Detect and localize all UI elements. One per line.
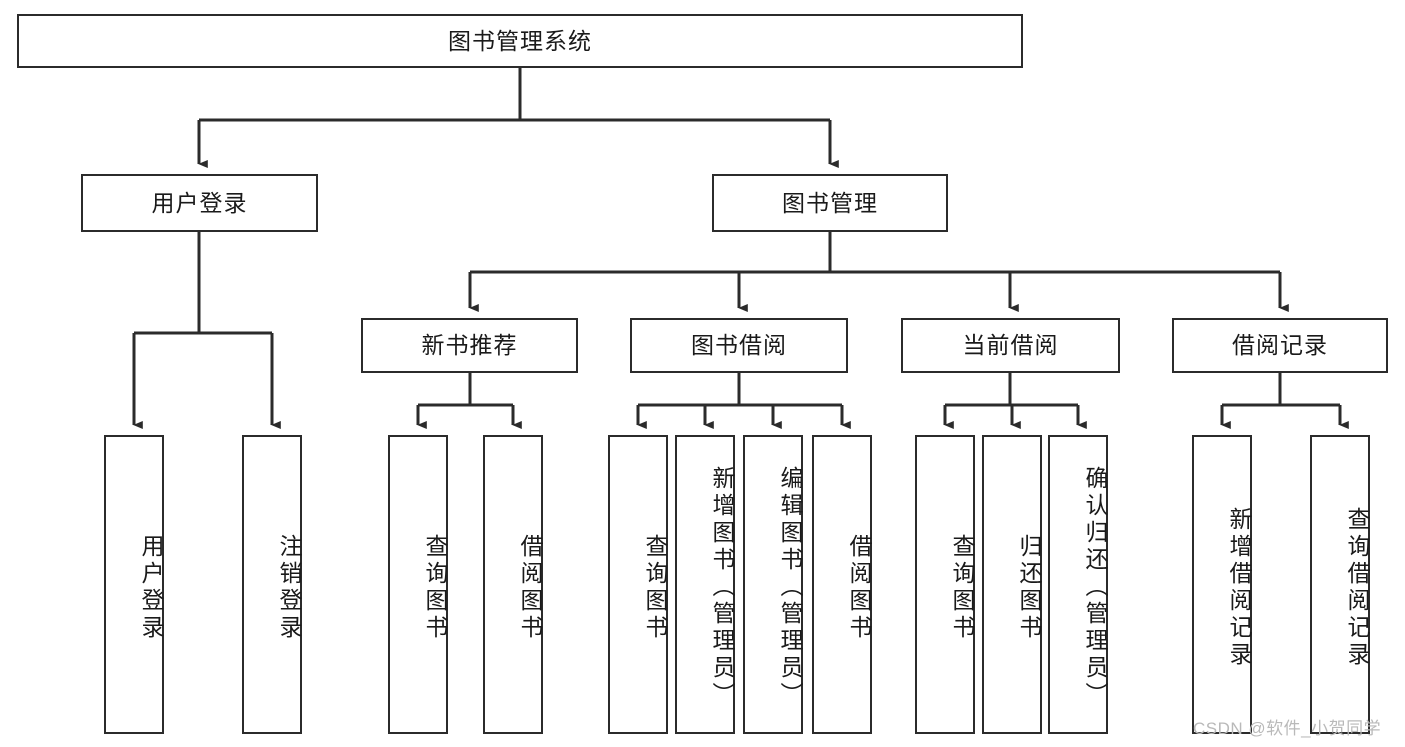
node-leaf-borrow-book-2-label: 借阅图书 bbox=[846, 533, 872, 642]
node-leaf-query-book-1[interactable]: 查询图书 bbox=[388, 435, 448, 734]
node-book-manage[interactable]: 图书管理 bbox=[712, 174, 948, 232]
node-leaf-add-book-label: 新增图书（管理员） bbox=[709, 466, 735, 709]
node-leaf-confirm-return[interactable]: 确认归还（管理员） bbox=[1048, 435, 1108, 734]
node-leaf-return-book[interactable]: 归还图书 bbox=[982, 435, 1042, 734]
node-book-borrow[interactable]: 图书借阅 bbox=[630, 318, 848, 373]
node-leaf-query-book-3-label: 查询图书 bbox=[949, 533, 975, 642]
node-root[interactable]: 图书管理系统 bbox=[17, 14, 1023, 68]
node-leaf-user-logout[interactable]: 注销登录 bbox=[242, 435, 302, 734]
node-new-book-rec[interactable]: 新书推荐 bbox=[361, 318, 578, 373]
node-leaf-query-book-2-label: 查询图书 bbox=[642, 533, 668, 642]
node-borrow-record-label: 借阅记录 bbox=[1232, 332, 1328, 359]
node-user-login[interactable]: 用户登录 bbox=[81, 174, 318, 232]
node-leaf-add-record-label: 新增借阅记录 bbox=[1226, 506, 1252, 669]
node-user-login-label: 用户登录 bbox=[151, 189, 248, 216]
node-leaf-borrow-book-2[interactable]: 借阅图书 bbox=[812, 435, 872, 734]
node-leaf-user-login[interactable]: 用户登录 bbox=[104, 435, 164, 734]
node-leaf-user-logout-label: 注销登录 bbox=[276, 533, 302, 642]
node-leaf-query-record-label: 查询借阅记录 bbox=[1344, 506, 1370, 669]
node-leaf-query-record[interactable]: 查询借阅记录 bbox=[1310, 435, 1370, 734]
node-leaf-query-book-3[interactable]: 查询图书 bbox=[915, 435, 975, 734]
node-leaf-query-book-1-label: 查询图书 bbox=[422, 533, 448, 642]
node-leaf-user-login-label: 用户登录 bbox=[138, 533, 164, 642]
node-leaf-borrow-book-1-label: 借阅图书 bbox=[517, 533, 543, 642]
node-root-label: 图书管理系统 bbox=[448, 27, 592, 54]
node-current-borrow-label: 当前借阅 bbox=[962, 332, 1059, 359]
node-current-borrow[interactable]: 当前借阅 bbox=[901, 318, 1120, 373]
node-new-book-rec-label: 新书推荐 bbox=[421, 332, 518, 359]
node-leaf-return-book-label: 归还图书 bbox=[1016, 533, 1042, 642]
node-leaf-confirm-return-label: 确认归还（管理员） bbox=[1082, 466, 1108, 709]
node-leaf-edit-book[interactable]: 编辑图书（管理员） bbox=[743, 435, 803, 734]
node-leaf-borrow-book-1[interactable]: 借阅图书 bbox=[483, 435, 543, 734]
node-leaf-edit-book-label: 编辑图书（管理员） bbox=[777, 466, 803, 709]
node-book-manage-label: 图书管理 bbox=[782, 189, 878, 216]
node-leaf-query-book-2[interactable]: 查询图书 bbox=[608, 435, 668, 734]
watermark-text: CSDN @软件_小贺同学 bbox=[1193, 719, 1382, 738]
node-book-borrow-label: 图书借阅 bbox=[691, 332, 787, 359]
node-borrow-record[interactable]: 借阅记录 bbox=[1172, 318, 1388, 373]
node-leaf-add-book[interactable]: 新增图书（管理员） bbox=[675, 435, 735, 734]
node-leaf-add-record[interactable]: 新增借阅记录 bbox=[1192, 435, 1252, 734]
